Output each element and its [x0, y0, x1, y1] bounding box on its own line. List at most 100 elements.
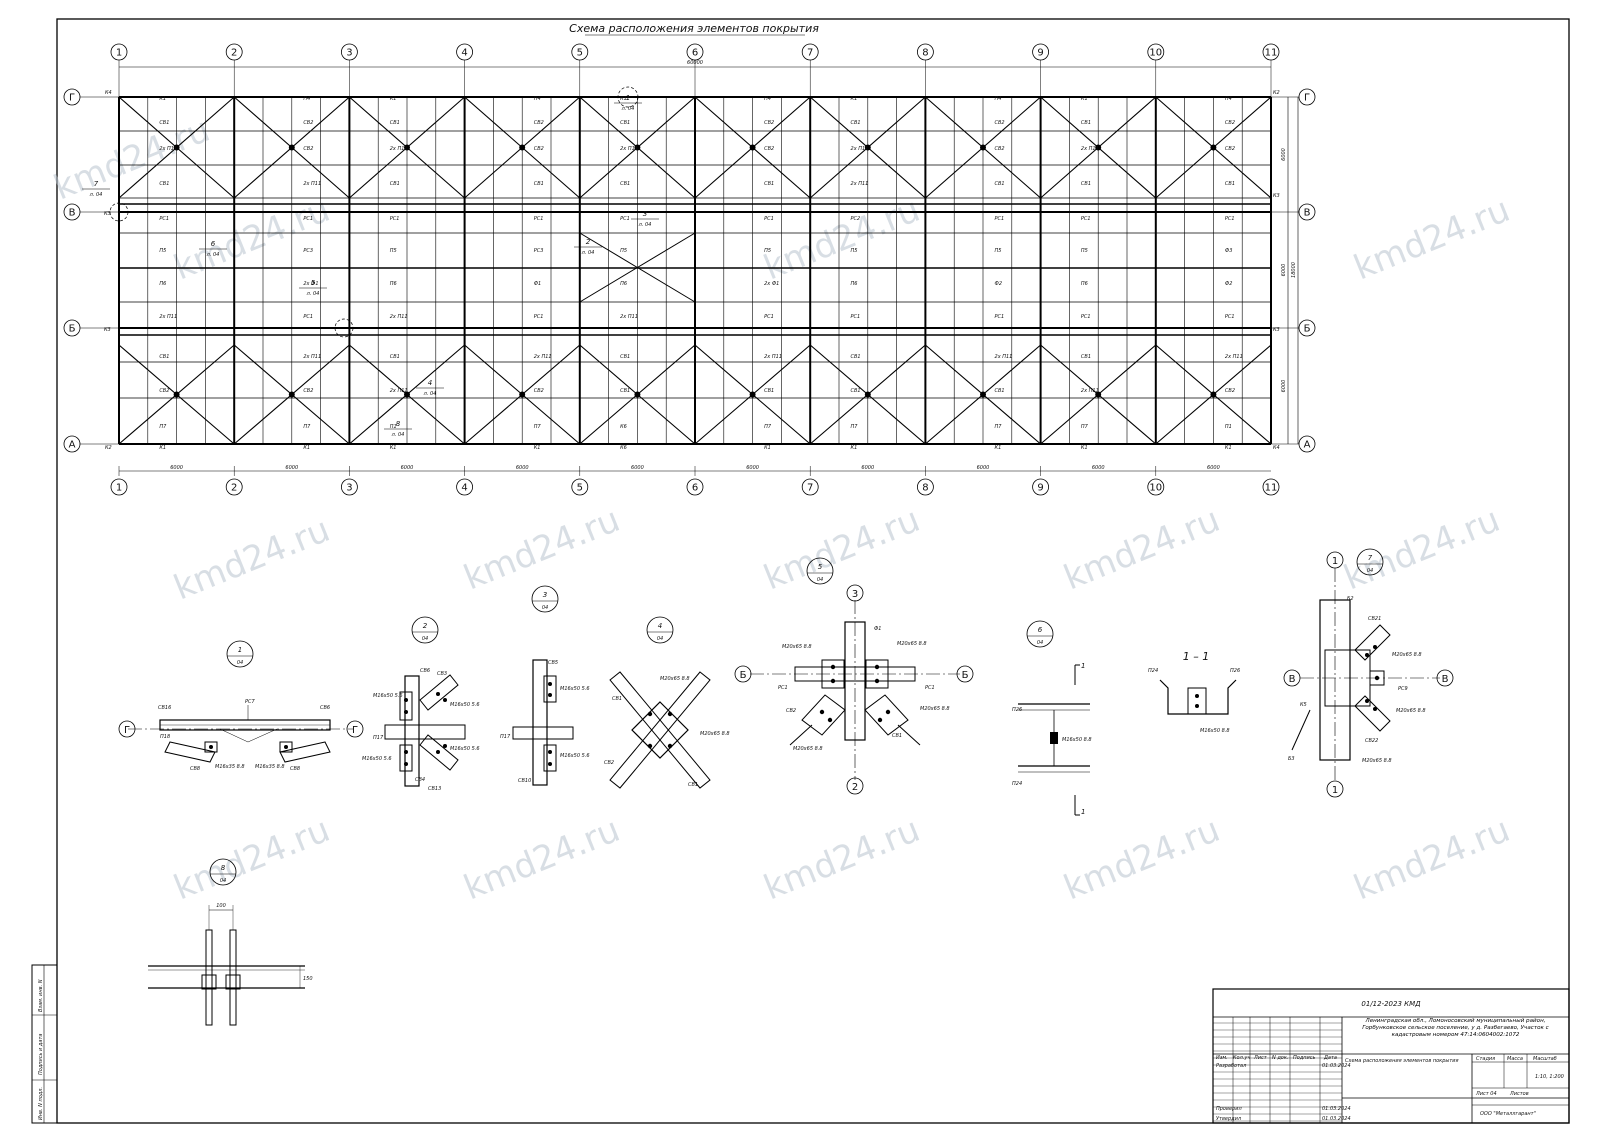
plan-element-mark: Ф3 — [1225, 248, 1233, 254]
svg-text:М16х50 8.8: М16х50 8.8 — [1062, 737, 1092, 743]
axis-number: 7 — [807, 483, 813, 494]
plan-element-mark: 2х П11 — [1081, 146, 1099, 152]
watermark-text: kmd24.ru — [1348, 190, 1515, 289]
plan-corner-mark: К4 — [105, 90, 112, 96]
plan-element-mark: СВ1 — [534, 181, 544, 187]
axis-bubble — [686, 478, 704, 496]
plan-element-mark: Ф2 — [1225, 281, 1233, 287]
plan-element-mark: К1 — [534, 445, 541, 451]
axis-bubble — [686, 43, 704, 61]
axis-number: 6 — [692, 483, 698, 494]
svg-text:100: 100 — [216, 903, 226, 909]
plan-element-mark: СВ1 — [620, 354, 630, 360]
plan-brace-node — [634, 391, 641, 398]
plan-corner-mark: К4 — [1273, 445, 1280, 451]
svg-text:СВ10: СВ10 — [518, 778, 531, 784]
plan-element-mark: П5 — [620, 248, 627, 254]
axis-bubble — [1298, 319, 1316, 337]
svg-text:М16х50 5.6: М16х50 5.6 — [450, 746, 480, 752]
svg-text:Лист 04: Лист 04 — [1475, 1091, 1497, 1097]
callout-number: 1 — [626, 94, 630, 102]
svg-text:М16х35 8.8: М16х35 8.8 — [255, 764, 285, 770]
plan-element-mark: П1 — [390, 424, 397, 430]
axis-bubble — [1032, 478, 1049, 496]
svg-text:01.03.2024: 01.03.2024 — [1322, 1063, 1351, 1069]
axis-bubble — [63, 435, 81, 453]
svg-text:П26: П26 — [1230, 668, 1240, 674]
svg-text:3: 3 — [852, 589, 858, 600]
plan-element-mark: К1 — [764, 445, 771, 451]
callout-ring — [109, 202, 129, 222]
plan-element-mark: РС1 — [390, 216, 400, 222]
plan-element-mark: 2х П11 — [995, 354, 1013, 360]
plan-element-mark: РС1 — [303, 314, 313, 320]
plan-element-mark: СВ1 — [1081, 181, 1091, 187]
plan-element-mark: П7 — [851, 424, 859, 430]
dim-span: 6000 — [631, 465, 644, 471]
svg-text:04: 04 — [1037, 640, 1043, 646]
axis-bubble — [456, 478, 474, 496]
svg-text:N док.: N док. — [1272, 1055, 1288, 1061]
svg-text:СВ3: СВ3 — [437, 671, 447, 677]
svg-text:04: 04 — [220, 878, 226, 884]
watermark-text: kmd24.ru — [758, 810, 925, 909]
svg-text:СВ1: СВ1 — [688, 782, 698, 788]
svg-text:В: В — [1289, 674, 1296, 685]
callout-sheet: л. 04 — [581, 250, 595, 256]
dim-span: 6000 — [285, 465, 298, 471]
svg-text:М20х65 8.8: М20х65 8.8 — [782, 644, 812, 650]
axis-number: 11 — [1265, 48, 1278, 59]
svg-text:СВ8: СВ8 — [190, 766, 200, 772]
svg-text:СВ4: СВ4 — [415, 777, 425, 783]
plan-brace-node — [1095, 144, 1102, 151]
plan-element-mark: СВ1 — [995, 388, 1005, 394]
plan-element-mark: 2х П11 — [159, 146, 177, 152]
plan-element-mark: СВ1 — [851, 354, 861, 360]
plan-element-mark: П5 — [764, 248, 771, 254]
svg-text:2: 2 — [423, 622, 428, 630]
watermark-text: kmd24.ru — [168, 510, 335, 609]
svg-text:СВ22: СВ22 — [1365, 738, 1378, 744]
plan-element-mark: РС1 — [1081, 314, 1091, 320]
svg-text:1: 1 — [1081, 808, 1085, 816]
svg-text:П24: П24 — [1012, 781, 1022, 787]
svg-text:Разработал: Разработал — [1216, 1063, 1247, 1069]
svg-text:Листов: Листов — [1509, 1091, 1529, 1097]
dim-span: 6000 — [977, 465, 990, 471]
axis-number: 4 — [461, 48, 467, 59]
callout-number: 7 — [94, 180, 99, 188]
plan-element-mark: РС1 — [534, 216, 544, 222]
plan-element-mark: СВ1 — [390, 120, 400, 126]
plan-corner-mark: К3 — [104, 211, 111, 217]
plan-element-mark: К6 — [620, 424, 627, 430]
callout-number: 8 — [396, 420, 401, 428]
svg-text:7: 7 — [1368, 554, 1373, 562]
plan-element-mark: К1 — [620, 96, 627, 102]
plan-element-mark: СВ1 — [995, 181, 1005, 187]
plan-element-mark: К1 — [1081, 96, 1088, 102]
plan-element-mark: П6 — [390, 281, 397, 287]
node-3: 3 04 СВ5 М16х50 5.6 П17 М16х50 5.6 СВ10 — [500, 585, 590, 786]
svg-text:СВ6: СВ6 — [320, 705, 330, 711]
plan-element-mark: К1 — [851, 445, 858, 451]
axis-number: 3 — [346, 483, 352, 494]
svg-text:Масштаб: Масштаб — [1533, 1056, 1557, 1062]
plan-element-mark: К1 — [995, 445, 1002, 451]
svg-text:Г: Г — [352, 725, 358, 736]
plan-element-mark: СВ1 — [1225, 181, 1235, 187]
svg-text:РС7: РС7 — [245, 699, 256, 705]
plan-element-mark: 2х П11 — [390, 314, 408, 320]
axis-bubble — [1298, 88, 1316, 106]
svg-text:Лист: Лист — [1253, 1055, 1268, 1061]
axis-bubble — [63, 203, 81, 221]
plan-element-mark: П7 — [534, 424, 542, 430]
plan-element-mark: К1 — [159, 445, 166, 451]
plan-element-mark: П4 — [534, 96, 541, 102]
plan-element-mark: СВ2 — [303, 388, 313, 394]
svg-text:Проверил: Проверил — [1216, 1106, 1242, 1112]
plan-element-mark: П4 — [764, 96, 771, 102]
dim-span: 6000 — [1092, 465, 1105, 471]
callout-sheet: л. 04 — [391, 432, 405, 438]
plan-brace-node — [173, 391, 180, 398]
